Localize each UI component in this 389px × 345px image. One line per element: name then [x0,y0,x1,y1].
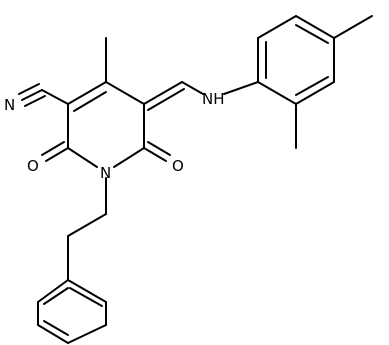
bond-c4-c5 [105,81,145,105]
aryl-bond-2 [257,15,297,39]
bond-c3-c4-double [73,91,107,112]
phenyl-bond-6-double [43,287,69,305]
carbonyl-left [41,141,69,162]
aryl-bond-6 [257,81,297,105]
oxo-left-label: O [27,157,39,175]
phenyl-bond-1 [67,279,107,303]
nitrile-group [18,83,69,107]
bond-ch2-ch2 [67,213,107,237]
dimethylphenyl-ring [223,15,373,149]
bond-nh-aryl [223,81,259,95]
aryl-bond-3 [295,15,335,39]
bond-cn-triple-3 [24,95,46,107]
ring-n-label: N [100,164,111,182]
nitrile-n-label: N [4,96,15,114]
oxo-right-label: O [172,157,184,175]
phenethyl-group [67,177,107,281]
aryl-bond-5 [295,81,335,105]
bond-cn-triple-2 [18,83,40,95]
atom-labels: N N O O NH [4,90,225,182]
bond-c6-o [143,147,167,162]
para-methyl-bond [333,15,373,39]
bond-c5-ch-double [147,88,185,111]
bond-n1-c2 [67,147,98,168]
phenyl-bond-4-double [43,320,69,336]
bond-cn-triple-1 [21,89,43,101]
aminomethylene-group [143,81,204,111]
phenyl-bond-3 [67,324,107,344]
phenyl-bond-1-double [69,287,103,307]
pyridinone-ring [67,81,145,168]
aryl-bond-5-double [295,76,329,96]
phenyl-bond-4 [37,324,69,344]
amine-nh-label: NH [202,90,225,108]
bond-c3-c4 [67,81,107,105]
bond-c2-o-double [41,141,65,156]
carbonyl-right [143,141,171,162]
bond-c5-ch [143,81,183,105]
bond-c3-cn [41,89,69,105]
bond-c6-o-double [147,141,171,156]
phenyl-ring [37,279,107,344]
bond-c2-o [45,147,69,162]
bond-c6-n1 [113,147,145,168]
bond-ch-nh [181,81,204,95]
aryl-bond-3-double [295,24,329,44]
phenyl-bond-6 [37,279,69,303]
